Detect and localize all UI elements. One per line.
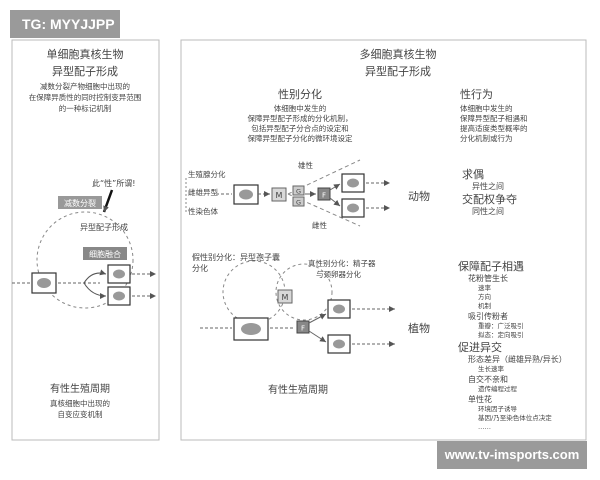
animal-m-label: M (276, 191, 283, 200)
plant-f-label: F (301, 325, 305, 333)
left-desc-2: 在保障异质性的同时控制变异范围 (29, 92, 142, 102)
plant-list-item: 遗传编程过程 (478, 384, 518, 393)
plant-list-item: 吸引传粉者 (468, 311, 508, 321)
animal-list-item: 交配权争夺 (462, 192, 517, 206)
right-subtitle: 异型配子形成 (365, 64, 431, 78)
male-label: 雄性 (298, 160, 313, 170)
sex-diff-desc-4: 保障异型配子分化的微环境设定 (248, 133, 353, 143)
animal-gamete-nucleus-1 (347, 178, 359, 188)
watermark-top: TG: MYYJJPP (10, 10, 120, 38)
callout-arrow (102, 189, 114, 213)
animal-label: 动物 (408, 189, 430, 203)
left-cycle-ring (36, 211, 134, 309)
animal-cone-lower (287, 193, 361, 227)
sex-diff-desc-1: 体细胞中发生的 (274, 103, 327, 113)
female-label: 雌性 (312, 220, 327, 230)
plant-list-item: …… (478, 423, 491, 431)
plant-sexdiff-1: 假性别分化：异型孢子囊 (192, 252, 280, 262)
watermark-bottom: www.tv-imsports.com (437, 441, 587, 469)
plant-list-item: 保障配子相遇 (458, 259, 524, 273)
plant-f-box (296, 320, 310, 334)
callout-label: 此“性”所谓! (92, 178, 136, 188)
plant-list-item: 生长速率 (478, 364, 505, 373)
meiosis-box (58, 196, 102, 209)
plant-list-item: 基因/乃至染色体位点决定 (478, 413, 552, 422)
animal-zygote-nucleus (239, 189, 253, 200)
sex-diff-title: 性别分化 (278, 87, 322, 101)
plant-zygote-nucleus (241, 323, 261, 335)
sex-behavior-desc-1: 体细胞中发生的 (460, 103, 513, 113)
plant-list-item: 方向 (478, 292, 491, 301)
plant-ring-left (222, 260, 286, 324)
plant-m-box (277, 289, 293, 304)
sex-diff-desc-3: 包括异型配子分合点的设定和 (251, 123, 349, 133)
fusion-label: 细胞融合 (89, 249, 121, 259)
gamete-label: 异型配子形成 (80, 222, 128, 232)
animal-m-box (271, 187, 287, 202)
plant-sexdiff-2: 分化 (192, 263, 208, 273)
true-sexdiff-2: 与颈卵器分化 (316, 269, 361, 279)
plant-list-item: 速率 (478, 283, 492, 292)
plant-list-item: 促进异交 (458, 340, 502, 354)
split-arrow-2 (83, 282, 107, 299)
gamete-nucleus-1 (113, 269, 125, 279)
sex-diff-desc-2: 保障异型配子形成的分化机制， (248, 113, 353, 123)
left-title: 单细胞真核生物 (47, 47, 124, 61)
animal-f-box (317, 187, 331, 201)
f-down-arrow (329, 197, 341, 207)
right-cycle-title: 有性生殖周期 (268, 383, 328, 396)
gonad-diff-label: 生殖腺分化 (188, 169, 226, 179)
left-desc-3: 的一种标记机制 (59, 103, 112, 113)
plant-list-item: 重瓣：广泛吸引 (478, 321, 524, 330)
true-sexdiff-1: 真性别分化：精子器 (308, 258, 376, 268)
animal-list-item: 异性之间 (472, 181, 504, 191)
plant-list-item: 拟态：定向吸引 (478, 330, 524, 339)
plant-list-item: 环境因子诱导 (478, 404, 518, 413)
hermaphrodite-label: 雌雄异型 (188, 187, 218, 197)
diploid-nucleus (37, 278, 51, 288)
plant-behavior-list: 保障配子相遇花粉管生长速率方向机制吸引传粉者重瓣：广泛吸引拟态：定向吸引促进异交… (458, 259, 567, 431)
sex-behavior-desc-2: 保障异型配子相遇和 (460, 113, 528, 123)
left-panel-frame (11, 39, 160, 441)
animal-list-item: 同性之间 (472, 206, 504, 216)
left-cycle-desc-1: 真核细胞中出现的 (50, 398, 110, 408)
left-subtitle: 异型配子形成 (52, 64, 118, 78)
gamete-nucleus-2 (113, 291, 125, 301)
plant-gamete-nucleus-2 (333, 339, 345, 349)
plant-label: 植物 (408, 321, 430, 335)
f-up-arrow (329, 183, 341, 191)
sex-behavior-desc-4: 分化机制或行为 (460, 133, 513, 143)
g-label-2: G (296, 199, 301, 207)
g-box-2 (292, 196, 305, 207)
plant-list-item: 形态差异（雌雄异熟/异长） (468, 354, 567, 364)
right-panel-frame (180, 39, 587, 441)
plant-list-item: 机制 (478, 301, 492, 310)
plant-list-item: 单性花 (468, 394, 492, 404)
plant-list-item: 花粉管生长 (468, 273, 508, 283)
plant-down-arrow (308, 330, 327, 343)
left-desc-1: 减数分裂产物细胞中出现的 (40, 81, 130, 91)
g-label-1: G (296, 188, 301, 196)
right-title: 多细胞真核生物 (360, 47, 437, 61)
sex-chrom-label: 性染色体 (188, 206, 218, 216)
animal-list-item: 求偶 (462, 168, 484, 181)
plant-m-label: M (282, 293, 289, 302)
left-cycle-title: 有性生殖周期 (50, 382, 110, 395)
plant-up-arrow (308, 313, 327, 324)
sex-behavior-title: 性行为 (460, 87, 493, 101)
animal-f-label: F (322, 192, 326, 200)
plant-ring-right (275, 263, 333, 321)
left-cycle-desc-2: 自变应变机制 (58, 409, 103, 419)
meiosis-label: 减数分裂 (64, 198, 96, 208)
g-box-1 (292, 185, 305, 196)
animal-gamete-nucleus-2 (347, 203, 359, 213)
animal-cone-upper (287, 159, 361, 195)
sex-behavior-desc-3: 提高适度类型概率的 (460, 123, 528, 133)
split-arrow-1 (83, 269, 107, 284)
fusion-box (83, 247, 127, 260)
plant-list-item: 自交不亲和 (468, 374, 508, 384)
plant-gamete-nucleus-1 (333, 304, 345, 314)
